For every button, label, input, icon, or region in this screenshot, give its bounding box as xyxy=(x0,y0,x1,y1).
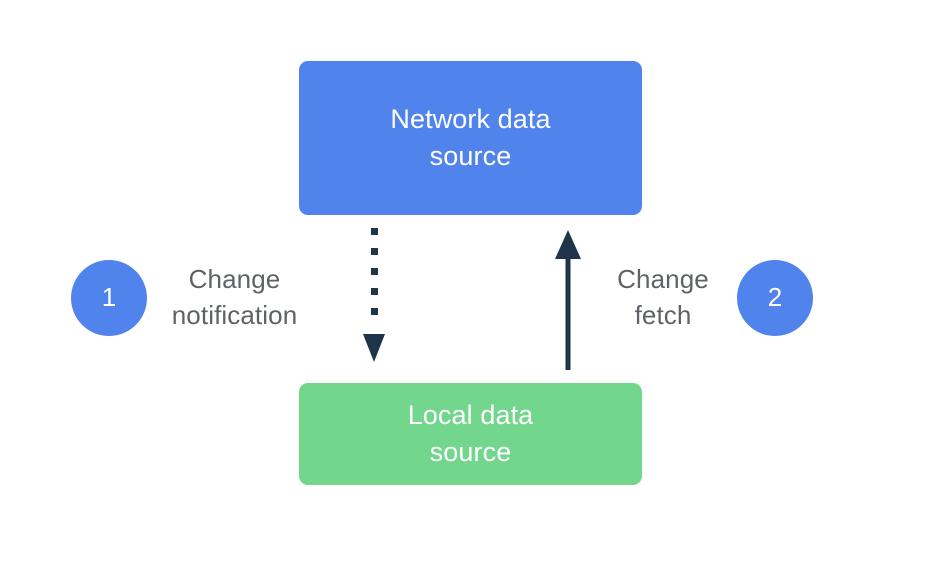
step-badge-2-number: 2 xyxy=(767,282,783,312)
step-badge-1[interactable]: 1 xyxy=(71,260,147,336)
node-network-data-source[interactable]: Network data source xyxy=(299,61,642,215)
step-badge-1-number: 1 xyxy=(101,282,117,312)
change-notification-arrow-icon xyxy=(363,228,385,362)
step-label-change-notification: Change notification xyxy=(171,264,298,330)
node-network-data-source-label: Network data source xyxy=(390,104,551,171)
node-local-data-source[interactable]: Local data source xyxy=(299,383,642,485)
step-badge-2[interactable]: 2 xyxy=(737,260,813,336)
change-fetch-arrow-icon xyxy=(555,230,581,370)
step-label-change-fetch: Change fetch xyxy=(617,264,709,330)
node-local-data-source-label: Local data source xyxy=(407,400,534,467)
